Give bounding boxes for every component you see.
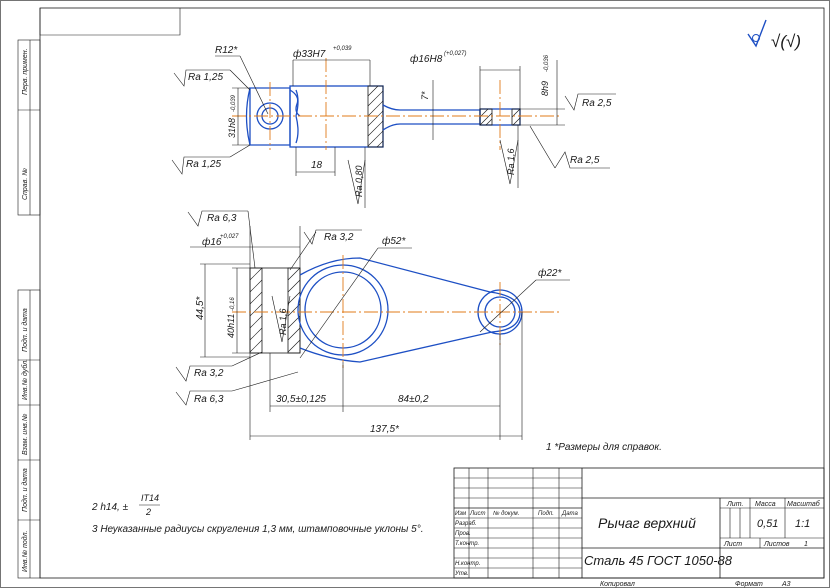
tb-role-ncontrol: Н.контр. — [455, 561, 480, 567]
tb-sheets-value: 1 — [804, 541, 808, 548]
bottom-dim-40-tol: -0,16 — [230, 297, 236, 311]
top-ra-16: Ra 1,6 — [506, 148, 516, 175]
side-label-repl-inv: Взам. инв.№ — [22, 413, 29, 455]
tb-role-approved: Утв. — [454, 571, 469, 577]
tb-format-value: A3 — [781, 581, 791, 588]
top-dim-18: 18 — [311, 160, 323, 171]
side-label-sign-date-1: Подп. и дата — [21, 308, 29, 352]
bottom-dim-445: 44,5* — [195, 296, 206, 320]
top-hole-tol: (+0,027) — [444, 51, 467, 57]
tb-sheet-label: Лист — [723, 541, 742, 548]
roughness-symbol-text: √(√) — [771, 32, 801, 51]
note-2-frac-top: IT14 — [141, 493, 159, 503]
tb-scale-value: 1:1 — [795, 518, 810, 530]
tb-role-tcontrol: Т.контр. — [455, 541, 479, 547]
note-3: 3 Неуказанные радиусы скругления 1,3 мм,… — [92, 524, 424, 535]
top-ra-080: Ra 0,80 — [354, 165, 364, 197]
top-view: R12* ф33H7 +0,039 ф16H8 (+0,027) 8h9 -0,… — [171, 45, 616, 208]
bottom-hole-tol: +0,027 — [220, 234, 239, 240]
bottom-hole-dim: ф16 — [202, 236, 222, 248]
top-ra-125-a: Ra 1,25 — [188, 72, 223, 83]
top-thickness-dim: 8h9 — [540, 81, 550, 96]
tb-header-sheet: Лист — [469, 511, 485, 517]
top-ra-25-b: Ra 2,5 — [570, 155, 600, 166]
tb-header-docnum: № докум. — [493, 510, 519, 517]
bottom-ra-16: Ra 1,6 — [278, 308, 288, 335]
note-2: 2 h14, ± — [91, 502, 129, 513]
tb-lit-label: Лит. — [726, 501, 743, 508]
notes: 1 *Размеры для справок. 2 h14, ± IT14 2 … — [91, 442, 662, 535]
top-width-dim: 31h8 — [227, 118, 237, 138]
top-width-tol: -0,039 — [231, 94, 237, 112]
tb-header-date: Дата — [561, 511, 578, 517]
bottom-dim-40: 40h11 — [226, 314, 236, 338]
title-block: Изм Лист № докум. Подп. Дата Разраб. Про… — [453, 467, 825, 588]
bottom-end-boss-dim: ф22* — [538, 267, 562, 279]
tb-material: Сталь 45 ГОСТ 1050-88 — [584, 553, 733, 568]
tb-format-label: Формат — [735, 581, 763, 588]
tb-mass-label: Масса — [755, 501, 776, 508]
bottom-ra-32-b: Ra 3,2 — [194, 368, 224, 379]
side-label-orig-inv: Инв.№ подл. — [21, 530, 29, 572]
tb-copied: Копировал — [600, 581, 635, 588]
top-ra-25-a: Ra 2,5 — [582, 98, 612, 109]
side-label-sign-date-2: Подп. и дата — [21, 468, 29, 512]
side-label-dup-inv: Инв.№ дубл. — [21, 359, 29, 400]
top-bore-dim: ф33H7 — [293, 48, 326, 60]
tb-sheets-label: Листов — [763, 541, 790, 548]
side-label-first-use: Перв. примен. — [22, 48, 29, 95]
bottom-view: Ra 6,3 ф16 +0,027 Ra 3,2 ф52* ф22* 44,5*… — [175, 210, 570, 440]
bottom-ra-32-a: Ra 3,2 — [324, 232, 354, 243]
top-radius-label: R12* — [215, 45, 238, 56]
top-ra-125-b: Ra 1,25 — [186, 159, 221, 170]
side-label-ref-no: Справ. № — [22, 168, 29, 200]
top-bore-tol: +0,039 — [333, 46, 352, 52]
tb-header-sign: Подп. — [538, 511, 554, 517]
tb-scale-label: Масштаб — [787, 500, 821, 508]
bottom-dim-1375: 137,5* — [370, 424, 400, 435]
tb-part-name: Рычаг верхний — [598, 515, 696, 531]
tb-role-checker: Пров. — [455, 531, 471, 537]
bottom-dim-84: 84±0,2 — [398, 394, 429, 405]
tb-role-developer: Разраб. — [455, 521, 477, 527]
top-hole-dim: ф16H8 — [410, 53, 443, 65]
general-roughness-symbol: √(√) — [747, 19, 801, 51]
tb-header-change: Изм — [455, 511, 466, 517]
top-thickness-tol: -0,036 — [544, 54, 550, 72]
note-1: 1 *Размеры для справок. — [546, 442, 662, 453]
tb-mass-value: 0,51 — [757, 518, 778, 530]
note-2-frac-bottom: 2 — [145, 507, 151, 517]
bottom-ra-63-a: Ra 6,3 — [207, 213, 237, 224]
bottom-dim-305: 30,5±0,125 — [276, 394, 326, 405]
top-dim-7: 7* — [420, 91, 430, 100]
bottom-boss-dim: ф52* — [382, 235, 406, 247]
bottom-ra-63-b: Ra 6,3 — [194, 394, 224, 405]
